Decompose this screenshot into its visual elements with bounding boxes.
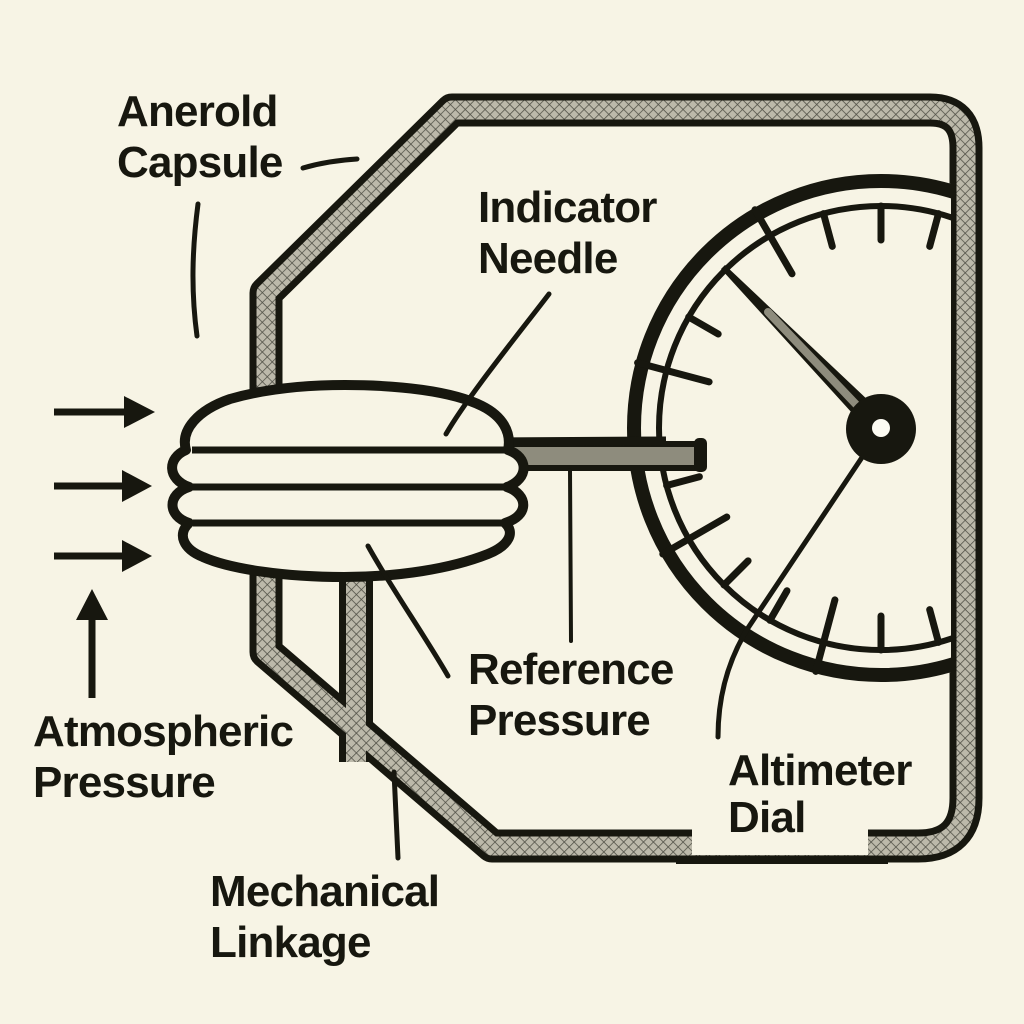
up-arrow-icon <box>76 589 108 698</box>
aneroid-capsule-shape <box>167 380 529 582</box>
indicator-needle-shape <box>715 265 916 740</box>
dial-major-tick <box>659 513 731 558</box>
dial-face <box>627 174 951 682</box>
label-line: Mechanical <box>210 867 440 916</box>
rod-right-cap <box>694 438 707 472</box>
right-arrow-icon <box>54 396 155 428</box>
label-line: Indicator <box>478 183 657 232</box>
label-line: Pressure <box>33 758 216 807</box>
label-line: Atmospheric <box>33 707 294 756</box>
needle-hub-hole <box>872 419 890 437</box>
right-arrow-icon <box>54 540 152 572</box>
dial-minor-tick <box>926 606 942 646</box>
label-line: Anerold <box>117 87 278 136</box>
dial-minor-tick <box>926 210 942 250</box>
label-line: Linkage <box>210 918 371 967</box>
aneroid-capsule-leader <box>190 201 201 339</box>
needle-tail-and-dial-leader <box>715 426 884 740</box>
dial-outer-rim <box>627 174 951 682</box>
dial-tick-marks <box>634 202 942 675</box>
label-line: Needle <box>478 234 618 283</box>
leader-lines <box>190 156 573 861</box>
label-aneroid-capsule: Anerold Capsule <box>117 86 283 188</box>
indicator-needle-leader <box>443 291 552 437</box>
dial-minor-tick <box>720 557 752 589</box>
label-line: Reference <box>468 645 674 694</box>
altimeter-dial-face <box>627 174 951 682</box>
label-altimeter-dial: Altimeter Dial <box>728 747 912 841</box>
label-reference-pressure: Reference Pressure <box>468 644 674 746</box>
aneroid-capsule-leader-dash <box>300 156 360 171</box>
dial-minor-tick <box>820 210 836 250</box>
reference-pressure-leader-vertical <box>568 468 573 643</box>
dial-major-tick <box>751 206 796 278</box>
mechanical-linkage-leader <box>391 769 401 861</box>
label-line: Pressure <box>468 696 651 745</box>
needle-gray-stripe <box>764 308 873 422</box>
label-background-patch <box>692 818 868 855</box>
rod-top-edge <box>491 436 667 447</box>
label-line: Dial <box>728 793 806 842</box>
label-line: Altimeter <box>728 746 912 795</box>
instrument-housing <box>249 93 983 864</box>
dial-minor-tick <box>685 313 722 338</box>
label-atmospheric-pressure: Atmospheric Pressure <box>33 706 294 808</box>
dial-minor-tick <box>663 473 703 489</box>
capsule-body <box>167 380 529 582</box>
dial-major-tick <box>634 359 713 386</box>
label-line: Capsule <box>117 138 283 187</box>
reference-pressure-leader-diagonal <box>365 543 451 679</box>
right-arrow-icon <box>54 470 152 502</box>
dial-minor-tick <box>766 587 791 624</box>
pressure-arrows <box>54 396 155 698</box>
dial-major-tick <box>812 596 839 675</box>
housing-texture <box>256 100 976 856</box>
label-mechanical-linkage: Mechanical Linkage <box>210 866 440 968</box>
label-indicator-needle: Indicator Needle <box>478 182 657 284</box>
